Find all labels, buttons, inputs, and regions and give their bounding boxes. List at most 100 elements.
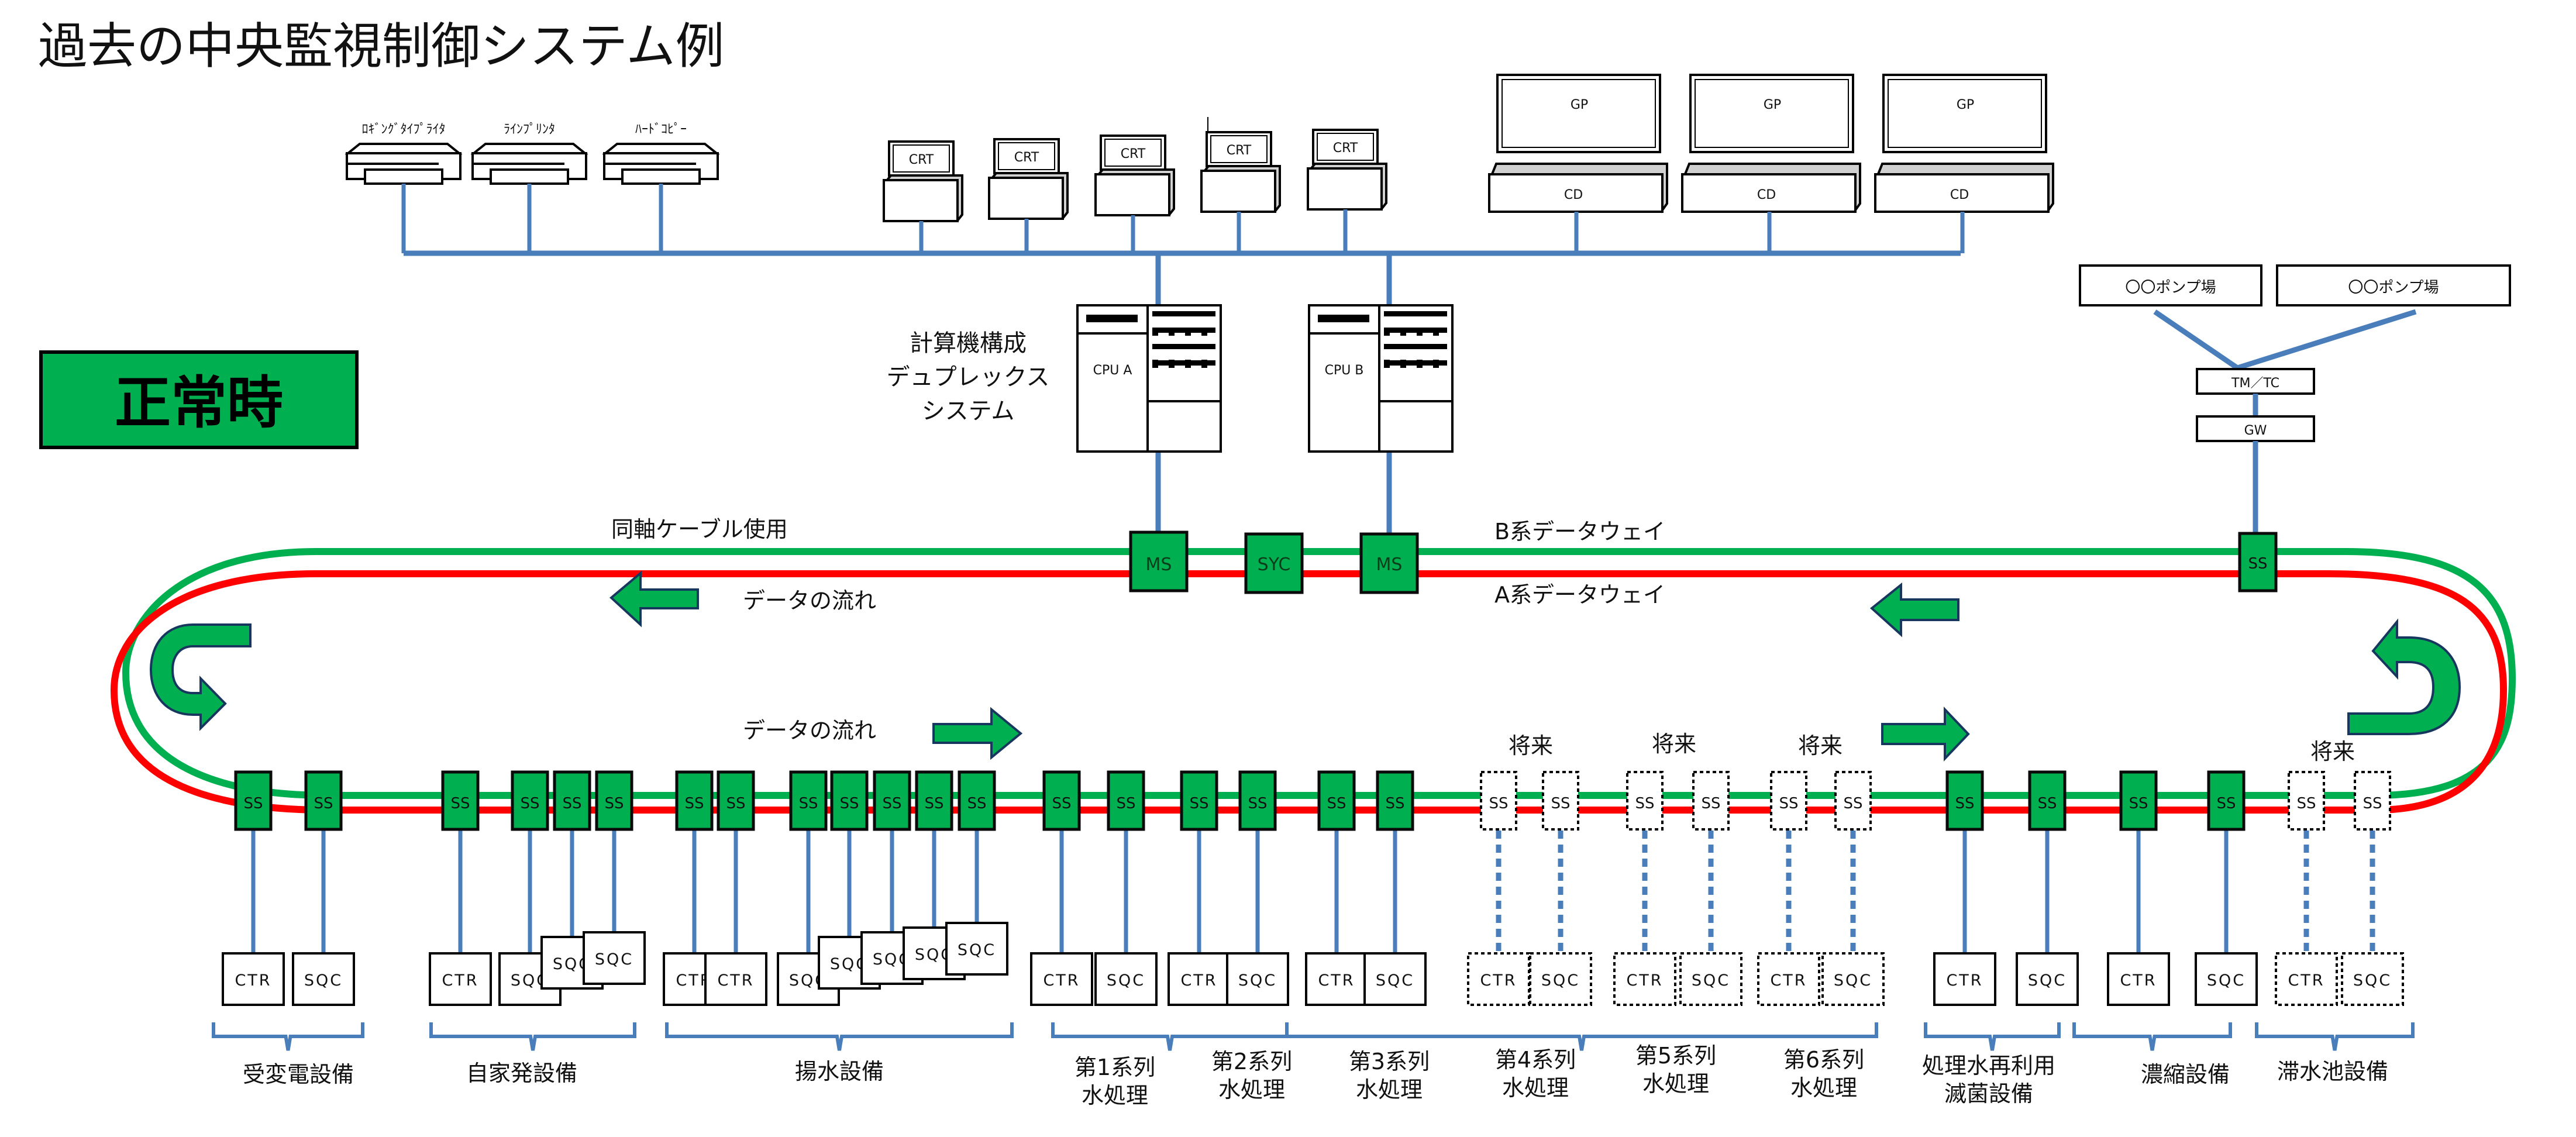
ctr-box[interactable] <box>429 952 492 1006</box>
ss-node[interactable] <box>553 770 591 831</box>
ms-node-a[interactable] <box>1129 530 1189 592</box>
ss-node[interactable] <box>441 770 480 831</box>
ss-node[interactable] <box>1945 770 1984 831</box>
crt-terminal[interactable]: CRT <box>988 138 1069 253</box>
crt-terminal[interactable]: CRT <box>883 140 963 253</box>
sqc-box[interactable] <box>2195 952 2258 1006</box>
sqc-box[interactable] <box>1529 952 1592 1006</box>
cpu-rack[interactable]: CPU B <box>1308 304 1454 453</box>
crt-terminal[interactable]: CRT <box>1094 135 1175 253</box>
syc-node[interactable] <box>1244 532 1304 594</box>
ss-node[interactable] <box>2207 770 2246 831</box>
ctr-box[interactable] <box>1305 952 1368 1006</box>
sqc-box[interactable] <box>1821 952 1885 1006</box>
ss-node[interactable] <box>717 770 755 831</box>
ctr-box[interactable] <box>1168 952 1231 1006</box>
ctr-box[interactable] <box>1030 952 1093 1006</box>
ctr-box[interactable] <box>1933 952 1996 1006</box>
ss-node[interactable] <box>2028 770 2067 831</box>
remote-ss-label: SS <box>2248 555 2267 573</box>
ctr-box[interactable] <box>2107 952 2170 1006</box>
ss-node[interactable] <box>873 770 911 831</box>
ss-node[interactable] <box>1626 771 1664 831</box>
ss-node[interactable] <box>915 770 953 831</box>
sqc-box[interactable] <box>292 952 355 1006</box>
ss-node[interactable] <box>1376 770 1414 831</box>
ss-node[interactable] <box>1692 771 1730 831</box>
ss-node[interactable] <box>1180 770 1218 831</box>
ss-node[interactable] <box>1542 771 1579 831</box>
ss-node[interactable] <box>789 770 828 831</box>
ms-node-b[interactable] <box>1359 532 1419 594</box>
ss-node[interactable] <box>1770 771 1807 831</box>
crt-terminal[interactable]: CRT <box>1307 129 1387 253</box>
ss-node[interactable] <box>1238 770 1277 831</box>
remote-ss-node[interactable] <box>2238 532 2278 592</box>
ss-node[interactable] <box>511 770 549 831</box>
ss-node[interactable] <box>2119 770 2158 831</box>
group-brace <box>429 1022 636 1051</box>
ss-node[interactable] <box>234 770 273 831</box>
ss-node[interactable] <box>2288 771 2325 831</box>
sqc-box[interactable] <box>2016 952 2079 1006</box>
ctr-box[interactable] <box>1467 952 1530 1006</box>
sqc-box[interactable] <box>1094 952 1158 1006</box>
ss-node[interactable] <box>1042 770 1081 831</box>
ss-node[interactable] <box>958 770 996 831</box>
ctr-box[interactable] <box>1757 952 1820 1006</box>
ss-node[interactable] <box>304 770 343 831</box>
sqc-box[interactable] <box>1363 952 1427 1006</box>
ss-node[interactable] <box>830 770 869 831</box>
crt-terminal[interactable]: CRT <box>1200 131 1281 253</box>
sqc-box[interactable] <box>1226 952 1289 1006</box>
cpu-rack[interactable]: CPU A <box>1076 304 1222 453</box>
group-label: 濃縮設備 <box>2141 1062 2230 1087</box>
ss-node[interactable] <box>1480 771 1517 831</box>
ss-node[interactable] <box>1107 770 1145 831</box>
ss-node[interactable] <box>2354 771 2391 831</box>
sqc-box[interactable] <box>1679 952 1742 1006</box>
ss-node[interactable] <box>595 770 633 831</box>
ss-node[interactable] <box>675 770 714 831</box>
sqc-box[interactable] <box>945 922 1008 976</box>
ss-node[interactable] <box>1834 771 1872 831</box>
ss-node-label: SS <box>1489 795 1508 812</box>
ctr-box[interactable] <box>222 952 285 1006</box>
ctr-box[interactable] <box>1613 952 1676 1006</box>
sqc-box[interactable] <box>2341 952 2404 1006</box>
sqc-box[interactable] <box>583 931 646 985</box>
ss-node[interactable] <box>1317 770 1356 831</box>
ctr-box[interactable] <box>2275 952 2338 1006</box>
equipment-label: SQC <box>1238 971 1277 990</box>
ctr-box[interactable] <box>704 952 767 1006</box>
